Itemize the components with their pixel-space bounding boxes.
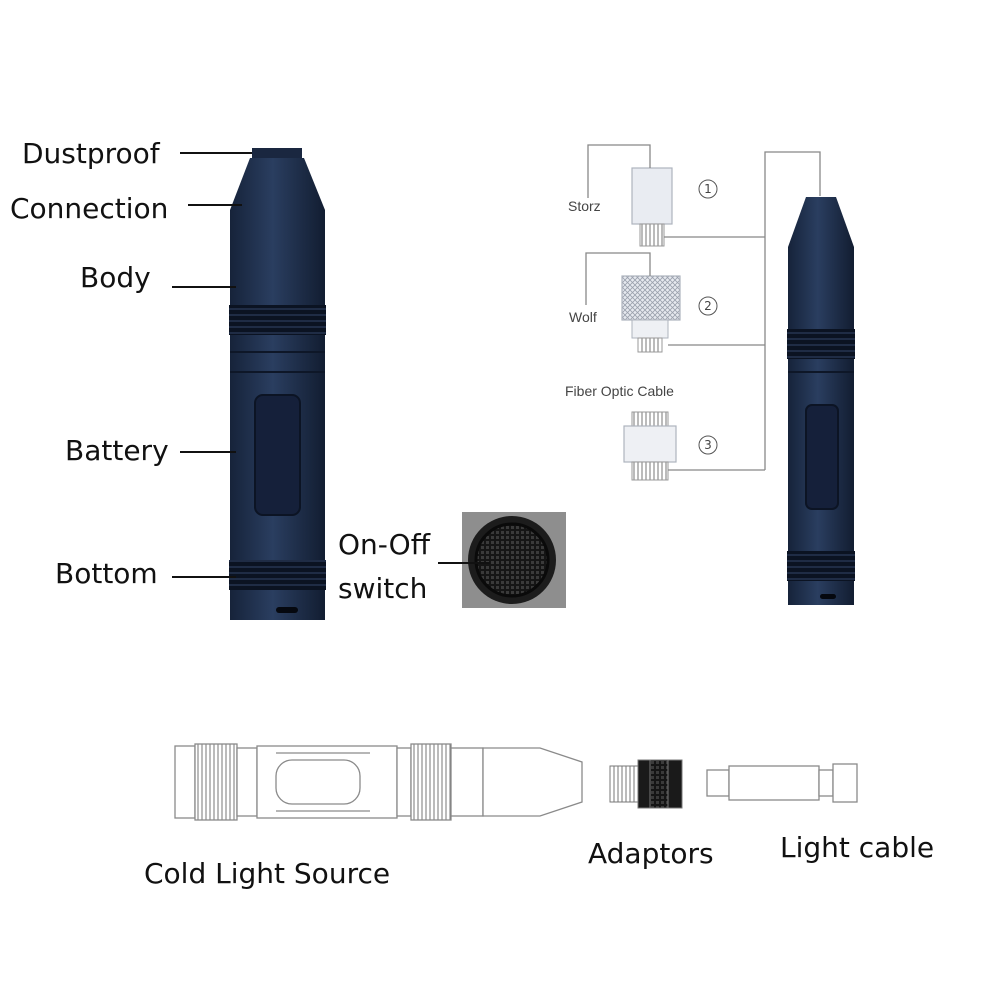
figure1-leaders <box>172 152 252 578</box>
cold-light-source-drawing <box>174 743 583 821</box>
adaptor-drawing <box>609 759 683 809</box>
label-adaptors: Adaptors <box>588 837 714 870</box>
number-circle-1: 1 <box>698 179 718 199</box>
svg-text:2: 2 <box>704 299 712 313</box>
label-connection: Connection <box>10 192 168 225</box>
label-battery: Battery <box>65 434 169 467</box>
svg-text:1: 1 <box>704 182 712 196</box>
label-fiber-optic-cable: Fiber Optic Cable <box>565 383 674 399</box>
label-wolf: Wolf <box>569 309 597 325</box>
label-body: Body <box>80 261 151 294</box>
dustproof-cap <box>252 148 302 158</box>
adaptor-storz <box>631 167 673 247</box>
label-storz: Storz <box>568 198 601 214</box>
flashlight-main <box>229 148 326 620</box>
label-bottom: Bottom <box>55 557 158 590</box>
label-dustproof: Dustproof <box>22 137 161 170</box>
figure2-leaders <box>585 144 821 471</box>
flashlight-right <box>787 197 855 605</box>
label-switch-line1: On-Off <box>338 528 431 561</box>
number-circle-3: 3 <box>698 435 718 455</box>
connection-cone <box>230 158 325 210</box>
body-groove <box>230 335 325 380</box>
light-cable-drawing <box>706 763 858 803</box>
switch-photo <box>462 512 566 608</box>
bottom-section <box>230 590 325 620</box>
adaptor-fiber <box>623 411 677 481</box>
label-cold-light-source: Cold Light Source <box>144 857 390 890</box>
label-light-cable: Light cable <box>780 831 934 864</box>
number-circle-2: 2 <box>698 296 718 316</box>
bottom-knurl-ring <box>229 560 326 590</box>
adaptor-wolf <box>621 275 681 353</box>
label-switch-line2: switch <box>338 572 427 605</box>
body-knurl-ring <box>229 305 326 335</box>
body-section <box>230 210 325 305</box>
svg-text:3: 3 <box>704 438 712 452</box>
battery-window <box>254 394 301 516</box>
